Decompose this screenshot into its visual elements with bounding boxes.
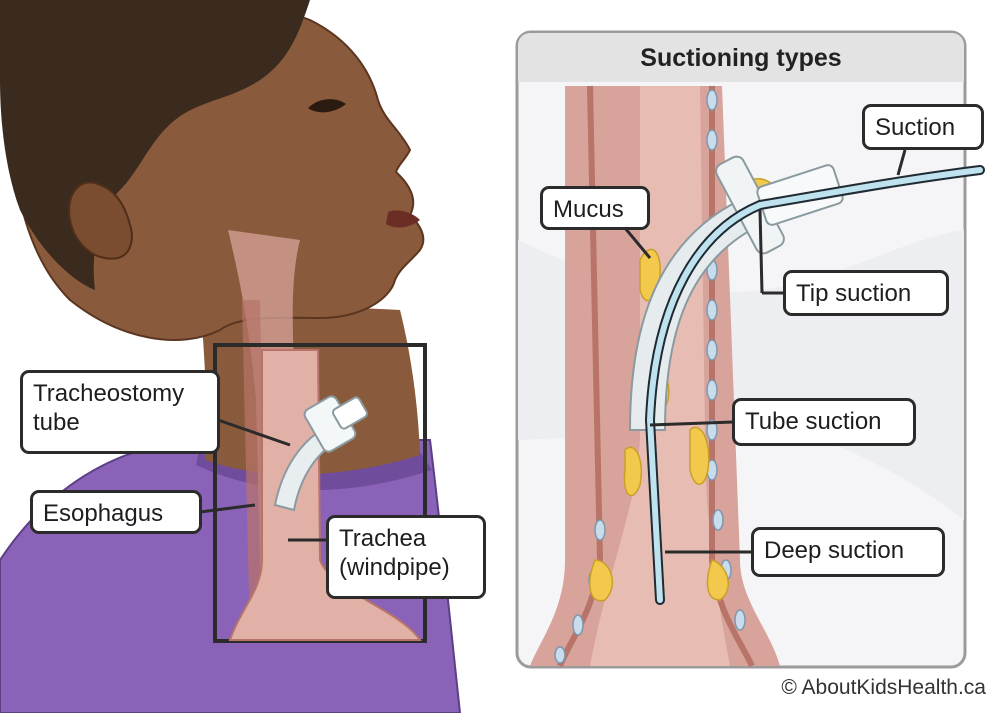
leader-esophagus <box>199 503 256 514</box>
copyright-text: © AboutKidsHealth.ca <box>781 676 986 699</box>
suction-panel-header <box>518 33 964 82</box>
label-tracheostomy-tube-line1: Tracheostomy <box>33 380 185 407</box>
label-suction: Suction <box>862 104 984 150</box>
lips <box>386 210 420 228</box>
tracheostomy-tube-connector <box>331 396 369 430</box>
leader-tracheostomy <box>217 418 291 447</box>
label-trachea-line1: Trachea <box>339 525 427 552</box>
leader-mucus <box>623 227 652 259</box>
label-trachea: Trachea (windpipe) <box>326 515 486 599</box>
suction-catheter-fill <box>646 167 983 603</box>
leader-tip-suction-v <box>758 209 764 294</box>
label-tube-suction: Tube suction <box>732 398 916 446</box>
leader-suction <box>896 149 907 176</box>
label-deep-suction: Deep suction <box>751 527 945 577</box>
panel-title: Suctioning types <box>640 44 842 72</box>
label-esophagus: Esophagus <box>30 490 202 534</box>
label-tip-suction: Tip suction <box>783 270 949 316</box>
label-tracheostomy-tube: Tracheostomy tube <box>20 370 220 454</box>
leader-tube-suction <box>649 420 734 427</box>
tracheal-cells <box>554 89 746 664</box>
eye <box>308 99 346 113</box>
esophagus-tube <box>242 300 266 640</box>
label-tracheostomy-tube-line2: tube <box>33 409 80 436</box>
label-mucus: Mucus <box>540 186 650 230</box>
ear <box>68 181 133 260</box>
label-trachea-line2: (windpipe) <box>339 554 450 581</box>
